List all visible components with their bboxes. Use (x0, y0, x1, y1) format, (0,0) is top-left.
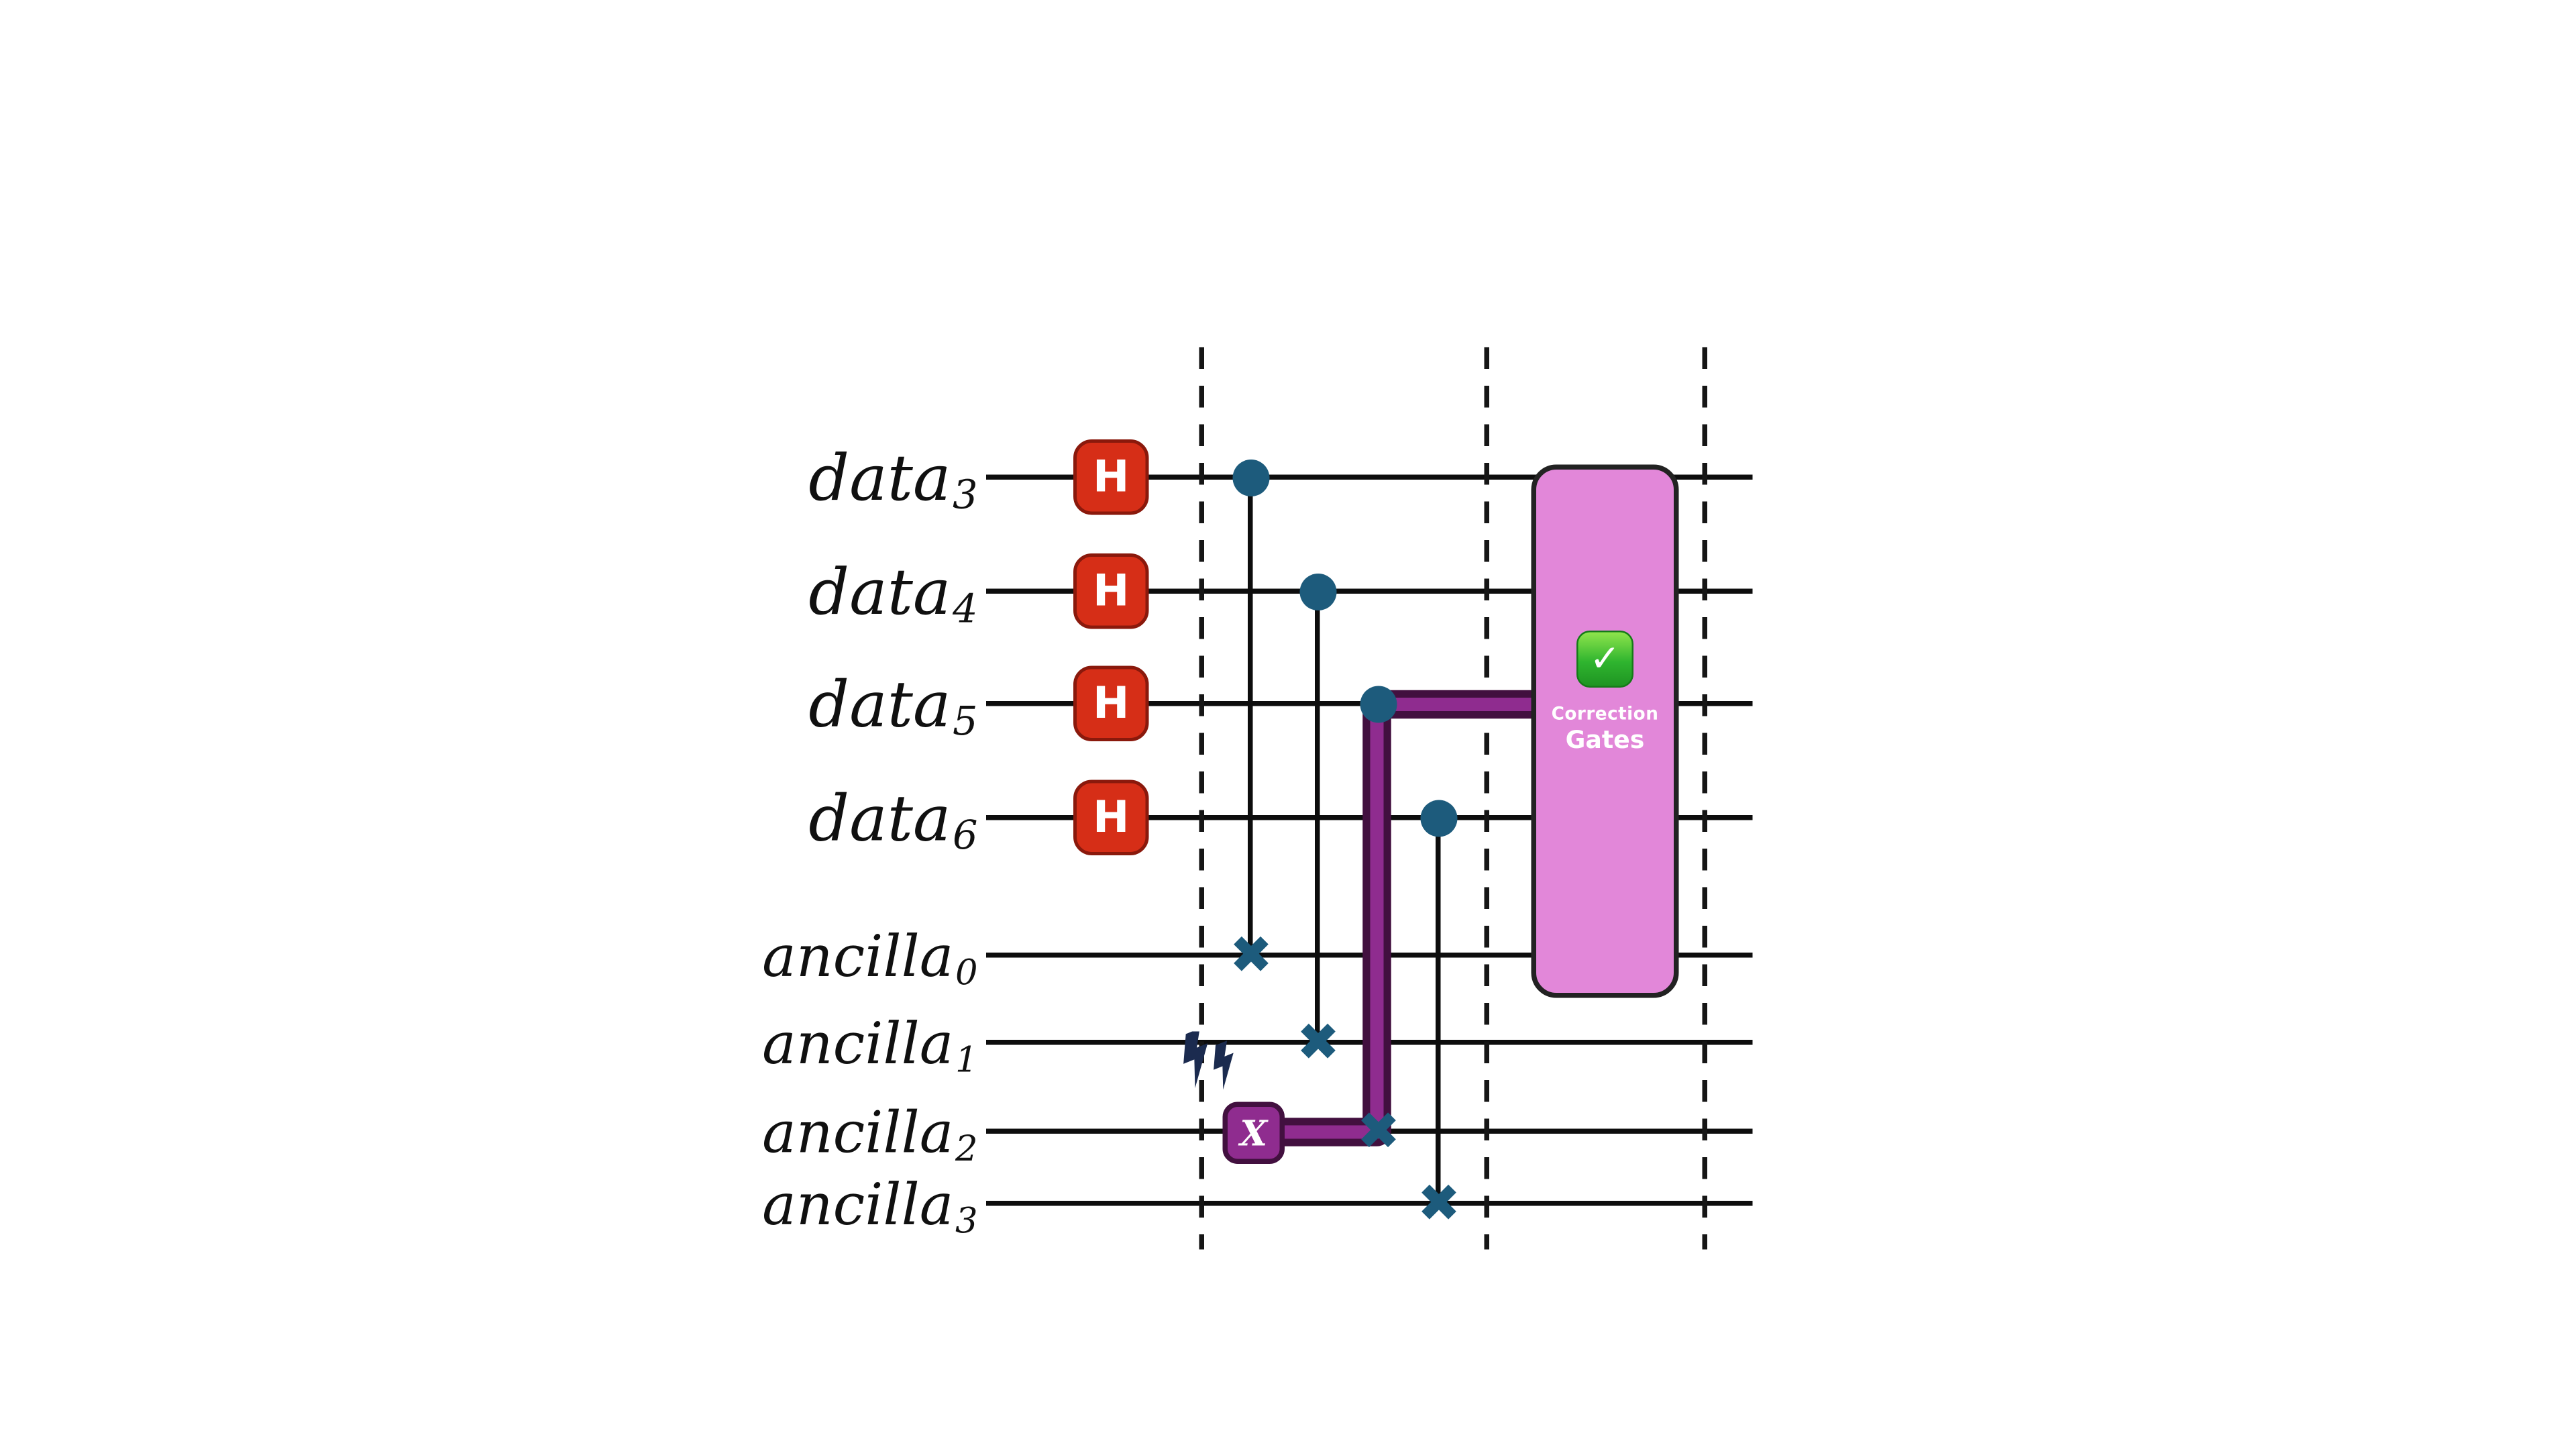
correction-gates-box: ✓ Correction Gates (1531, 464, 1679, 998)
cnot-control-data-6 (1420, 800, 1458, 837)
cnot-target-ancilla-0: ✖ (1229, 924, 1273, 985)
cnot-line-data-3-ancilla-0 (1248, 478, 1253, 956)
cnot-line-data-6-ancilla-3 (1436, 818, 1441, 1204)
cnot-line-data-4-ancilla-1 (1315, 592, 1320, 1043)
cnot-target-ancilla-1: ✖ (1296, 1012, 1340, 1073)
qubit-wire-ancilla-3 (986, 1201, 1753, 1206)
barrier-dashed-3 (1702, 347, 1707, 1250)
correction-box-label-2: Gates (1565, 728, 1645, 755)
cnot-control-data-4 (1299, 574, 1337, 610)
correction-box-label-1: Correction (1551, 704, 1659, 724)
barrier-dashed-1 (1199, 347, 1204, 1250)
check-mark-icon: ✓ (1576, 631, 1633, 688)
cnot-control-data-3 (1232, 460, 1270, 496)
qubit-wire-ancilla-1 (986, 1040, 1753, 1045)
hadamard-gate-data-4: H (1073, 553, 1149, 629)
lightning-icon (1183, 1031, 1234, 1090)
barrier-dashed-2 (1484, 347, 1489, 1250)
cnot-line-data-5-ancilla-2 (1375, 704, 1381, 1132)
cnot-target-ancilla-2: ✖ (1356, 1101, 1401, 1162)
pauli-x-error-gate: X (1222, 1102, 1285, 1164)
hadamard-gate-data-3: H (1073, 439, 1149, 515)
hadamard-gate-data-6: H (1073, 780, 1149, 855)
cnot-control-data-5 (1360, 686, 1397, 723)
qubit-wire-data-4 (986, 588, 1753, 594)
cnot-target-ancilla-3: ✖ (1417, 1173, 1461, 1234)
hadamard-gate-data-5: H (1073, 665, 1149, 741)
qubit-wire-data-3 (986, 474, 1753, 480)
